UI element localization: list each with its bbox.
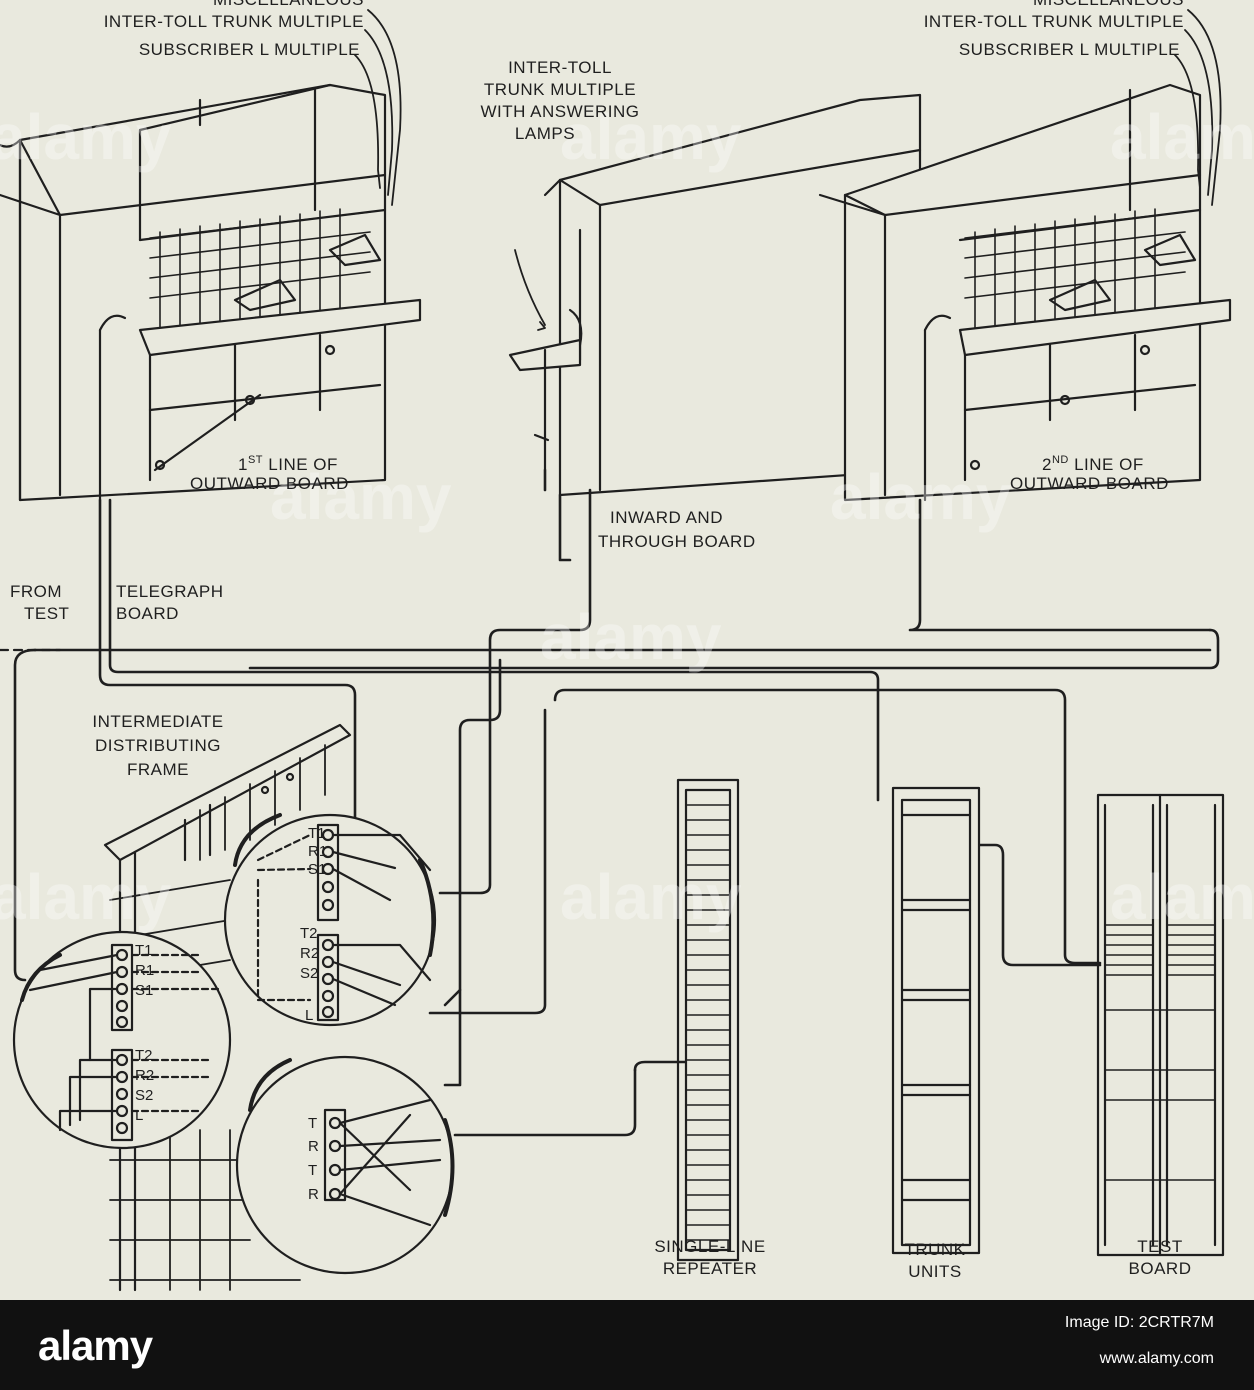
terminal-lower-t-2: T (308, 1162, 317, 1179)
terminal-left-t2: T2 (135, 1047, 153, 1064)
first-line-text: LINE OF (268, 455, 338, 474)
lower-magnifier (235, 1055, 455, 1275)
label-idf-2: DISTRIBUTING (95, 736, 221, 755)
image-id: Image ID: 2CRTR7M (1064, 1314, 1214, 1331)
test-board-rack (1096, 793, 1225, 1257)
terminal-lower-t-1: T (308, 1115, 317, 1132)
watermark-2: alamy (560, 101, 742, 173)
footer-bar: alamy Image ID: 2CRTR7M www.alamy.com (0, 1300, 1254, 1390)
label-repeater-1: SINGLE-LINE (654, 1237, 766, 1256)
label-telegraph: TELEGRAPH (116, 582, 224, 601)
label-idf-1: INTERMEDIATE (92, 712, 224, 731)
terminal-upper-s2: S2 (300, 965, 318, 982)
left-magnifier (12, 930, 232, 1150)
terminal-lower-r-1: R (308, 1138, 319, 1155)
second-line-number: 2 (1042, 455, 1052, 474)
terminal-left-l: L (135, 1107, 143, 1124)
site-url[interactable]: www.alamy.com (1099, 1350, 1214, 1367)
label-from: FROM (10, 582, 63, 601)
terminal-upper-l: L (305, 1007, 313, 1024)
label-idf-3: FRAME (127, 760, 189, 779)
wiring-diagram: T1 R1 S1 T2 R2 S2 L T1 R1 S1 T2 R2 S2 L … (0, 9, 1232, 1292)
trunk-units-rack (891, 786, 981, 1255)
label-trunk-2: UNITS (908, 1262, 962, 1281)
terminal-upper-r1: R1 (308, 843, 327, 860)
label-inter-toll-left: INTER-TOLL TRUNK MULTIPLE (103, 12, 364, 31)
label-test-1: TEST (1137, 1237, 1183, 1256)
watermark-7: alamy (0, 861, 172, 933)
first-outward-board (0, 83, 422, 502)
single-line-repeater-rack (676, 778, 740, 1262)
terminal-left-s2: S2 (135, 1087, 153, 1104)
watermark-8: alamy (560, 861, 742, 933)
terminal-lower-r-2: R (308, 1186, 319, 1203)
diagram-canvas: T1 R1 S1 T2 R2 S2 L T1 R1 S1 T2 R2 S2 L … (0, 0, 1254, 1292)
label-first-outward: OUTWARD BOARD (190, 474, 349, 493)
label-second-outward: OUTWARD BOARD (1010, 474, 1169, 493)
callout-arrows (354, 9, 1222, 331)
terminal-left-r1: R1 (135, 962, 154, 979)
watermark-6: alamy (540, 601, 722, 673)
label-answering-2: TRUNK MULTIPLE (483, 80, 637, 99)
terminal-upper-s1: S1 (308, 861, 326, 878)
watermark-3: alamy (1110, 101, 1254, 173)
label-first-line: 1ST LINE OF (238, 450, 338, 475)
label-inter-toll-right: INTER-TOLL TRUNK MULTIPLE (923, 12, 1184, 31)
label-subscriber-right: SUBSCRIBER L MULTIPLE (958, 40, 1180, 59)
label-board: BOARD (116, 604, 179, 623)
watermark-9: alamy (1110, 861, 1254, 933)
watermark-1: alamy (0, 101, 172, 173)
watermark-5: alamy (830, 461, 1012, 533)
label-misc-right: MISCELLANEOUS (1033, 0, 1184, 10)
second-outward-board (818, 83, 1232, 502)
terminal-upper-t1: T1 (308, 825, 326, 842)
label-test: TEST (24, 604, 70, 623)
first-line-number: 1 (238, 455, 248, 474)
label-subscriber-left: SUBSCRIBER L MULTIPLE (138, 40, 360, 59)
first-line-ordinal: ST (247, 454, 264, 466)
second-line-text: LINE OF (1074, 455, 1144, 474)
label-inward-2: THROUGH BOARD (598, 532, 756, 551)
terminal-left-r2: R2 (135, 1067, 154, 1084)
upper-magnifier (223, 813, 437, 1027)
label-answering-1: INTER-TOLL (508, 58, 612, 77)
label-test-2: BOARD (1128, 1259, 1192, 1278)
label-trunk-1: TRUNK (904, 1240, 966, 1259)
terminal-labels: T1 R1 S1 T2 R2 S2 L T1 R1 S1 T2 R2 S2 L … (135, 825, 327, 1203)
terminal-left-s1: S1 (135, 982, 153, 999)
second-line-ordinal: ND (1051, 454, 1069, 466)
label-second-line: 2ND LINE OF (1042, 450, 1144, 475)
terminal-upper-t2: T2 (300, 925, 318, 942)
distributing-frame (103, 723, 352, 1292)
label-misc-left: MISCELLANEOUS (213, 0, 364, 10)
terminal-upper-r2: R2 (300, 945, 319, 962)
terminal-left-t1: T1 (135, 942, 153, 959)
label-answering-4: LAMPS (514, 124, 576, 143)
watermark-4: alamy (270, 461, 452, 533)
cables (13, 468, 1220, 1137)
label-inward-1: INWARD AND (610, 508, 723, 527)
label-answering-3: WITH ANSWERING (480, 102, 640, 121)
label-repeater-2: REPEATER (662, 1259, 758, 1278)
alamy-logo[interactable]: alamy (38, 1322, 153, 1369)
